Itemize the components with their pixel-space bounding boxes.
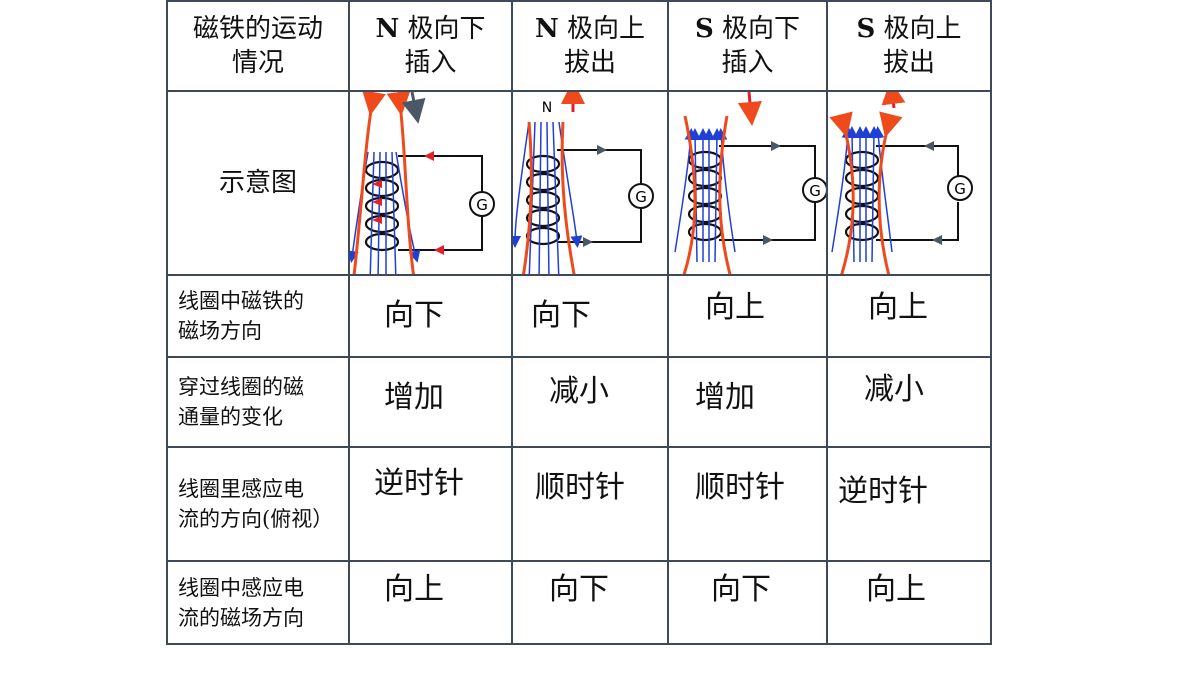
magnet-field-icon — [522, 121, 576, 274]
galvanometer-icon — [802, 177, 826, 203]
header-case-2: N 极向上 拔出 — [511, 0, 669, 92]
header-case-line1: 极向下 — [407, 14, 486, 44]
induction-diagram: G N — [513, 92, 654, 274]
galvanometer-icon — [947, 175, 973, 201]
diagram-case-1: G — [348, 90, 513, 276]
diagram-case-2: G N — [511, 90, 669, 276]
cell-induced-field-1: 向上 — [348, 560, 513, 645]
header-case-line1: 极向上 — [883, 14, 962, 44]
cell-flux-change-3: 增加 — [667, 356, 828, 448]
row-label-line1: 穿过线圈的磁 — [178, 375, 304, 399]
header-case-1: N 极向下 插入 — [348, 0, 513, 92]
row-label-current-dir: 线圈里感应电 流的方向(俯视） — [166, 446, 350, 562]
cell-value: 增加 — [384, 380, 444, 415]
row-label-line1: 线圈中感应电 — [178, 575, 304, 600]
cell-value: 减小 — [864, 372, 924, 407]
row-label-line2: 流的磁场方向 — [178, 605, 304, 630]
header-case-4: S 极向上 拔出 — [826, 0, 992, 92]
motion-arrow-icon — [401, 92, 426, 124]
circuit-wire — [719, 145, 816, 241]
cell-value: 向上 — [705, 290, 765, 325]
cell-value: 向下 — [384, 298, 444, 333]
row-label-line2: 通量的变化 — [178, 405, 283, 429]
current-arrows-icon — [924, 141, 942, 245]
current-arrows-icon — [583, 145, 607, 247]
magnet-field-icon — [682, 115, 732, 274]
cell-value: 减小 — [549, 374, 609, 409]
motion-arrow-icon — [737, 92, 762, 126]
cell-value: 顺时针 — [535, 470, 625, 505]
circuit-wire — [876, 145, 959, 241]
current-arrows-icon — [763, 141, 781, 245]
row-label-line2: 磁场方向 — [178, 319, 262, 343]
galvanometer-label: G — [954, 180, 966, 198]
galvanometer-label: G — [635, 188, 647, 206]
cell-field-dir-3: 向上 — [667, 274, 828, 358]
field-lines-icon — [674, 128, 736, 263]
row-label-line1: 线圈中磁铁的 — [178, 289, 304, 313]
cell-value: 逆时针 — [838, 474, 928, 509]
cell-field-dir-4: 向上 — [826, 274, 992, 358]
induction-diagram: G — [350, 92, 495, 274]
cell-flux-change-4: 减小 — [826, 356, 992, 448]
induction-diagram: G — [674, 92, 826, 274]
magnet-field-icon — [352, 92, 415, 274]
header-case-line2: 插入 — [721, 48, 774, 78]
cell-induced-field-2: 向下 — [511, 560, 669, 645]
cell-value: 向上 — [866, 572, 926, 607]
diagram-case-4: G — [826, 90, 992, 276]
cell-value: 向下 — [711, 572, 771, 607]
cell-value: 增加 — [695, 380, 755, 415]
header-case-line2: 拔出 — [563, 48, 616, 78]
cell-value: 向上 — [384, 572, 444, 607]
diagram-case-3: G — [667, 90, 828, 276]
cell-value: 向下 — [531, 298, 591, 333]
header-case-line1: 极向上 — [567, 14, 646, 44]
pole-label: N — [375, 14, 400, 44]
row-label-flux-change: 穿过线圈的磁 通量的变化 — [166, 356, 350, 448]
cell-value: 逆时针 — [374, 466, 464, 501]
header-case-line1: 极向下 — [722, 14, 801, 44]
row-label-field-dir: 线圈中磁铁的 磁场方向 — [166, 274, 350, 358]
cell-value: 向下 — [549, 572, 609, 607]
pole-label: N — [534, 14, 559, 44]
cell-current-dir-1: 逆时针 — [348, 446, 513, 562]
cell-current-dir-3: 顺时针 — [667, 446, 828, 562]
pole-label: S — [856, 14, 876, 44]
cell-value: 向上 — [868, 290, 928, 325]
galvanometer-label: G — [476, 196, 488, 214]
field-lines-icon — [513, 121, 583, 274]
header-motion: 磁铁的运动 情况 — [166, 0, 350, 92]
header-case-line2: 插入 — [404, 48, 457, 78]
induction-diagram: G — [829, 92, 973, 274]
electromagnetic-induction-table: 磁铁的运动 情况 N 极向下 插入 N 极向上 拔出 S 极向下 插入 S 极向… — [166, 0, 992, 645]
galvanometer-icon — [628, 183, 654, 209]
header-case-3: S 极向下 插入 — [667, 0, 828, 92]
cell-current-dir-2: 顺时针 — [511, 446, 669, 562]
cell-field-dir-1: 向下 — [348, 274, 513, 358]
cell-flux-change-1: 增加 — [348, 356, 513, 448]
pole-mark: N — [542, 100, 552, 116]
header-case-line2: 拔出 — [882, 48, 935, 78]
row-label-line1: 线圈里感应电 — [178, 477, 304, 501]
cell-induced-field-4: 向上 — [826, 560, 992, 645]
cell-value: 顺时针 — [695, 470, 785, 505]
galvanometer-icon — [469, 191, 495, 217]
header-motion-line1: 磁铁的运动 — [192, 14, 323, 44]
row-label-diagram: 示意图 — [166, 90, 350, 276]
magnet-field-icon — [829, 111, 903, 274]
motion-arrow-icon — [881, 92, 906, 109]
row-label-line2: 流的方向(俯视） — [178, 507, 334, 531]
cell-flux-change-2: 减小 — [511, 356, 669, 448]
cell-field-dir-2: 向下 — [511, 274, 669, 358]
galvanometer-label: G — [809, 182, 821, 200]
cell-current-dir-4: 逆时针 — [826, 446, 992, 562]
row-label-induced-field: 线圈中感应电 流的磁场方向 — [166, 560, 350, 645]
current-arrows-icon — [372, 151, 444, 255]
header-motion-line2: 情况 — [231, 48, 284, 78]
pole-label: S — [694, 14, 714, 44]
field-lines-icon — [350, 151, 421, 274]
cell-induced-field-3: 向下 — [667, 560, 828, 645]
